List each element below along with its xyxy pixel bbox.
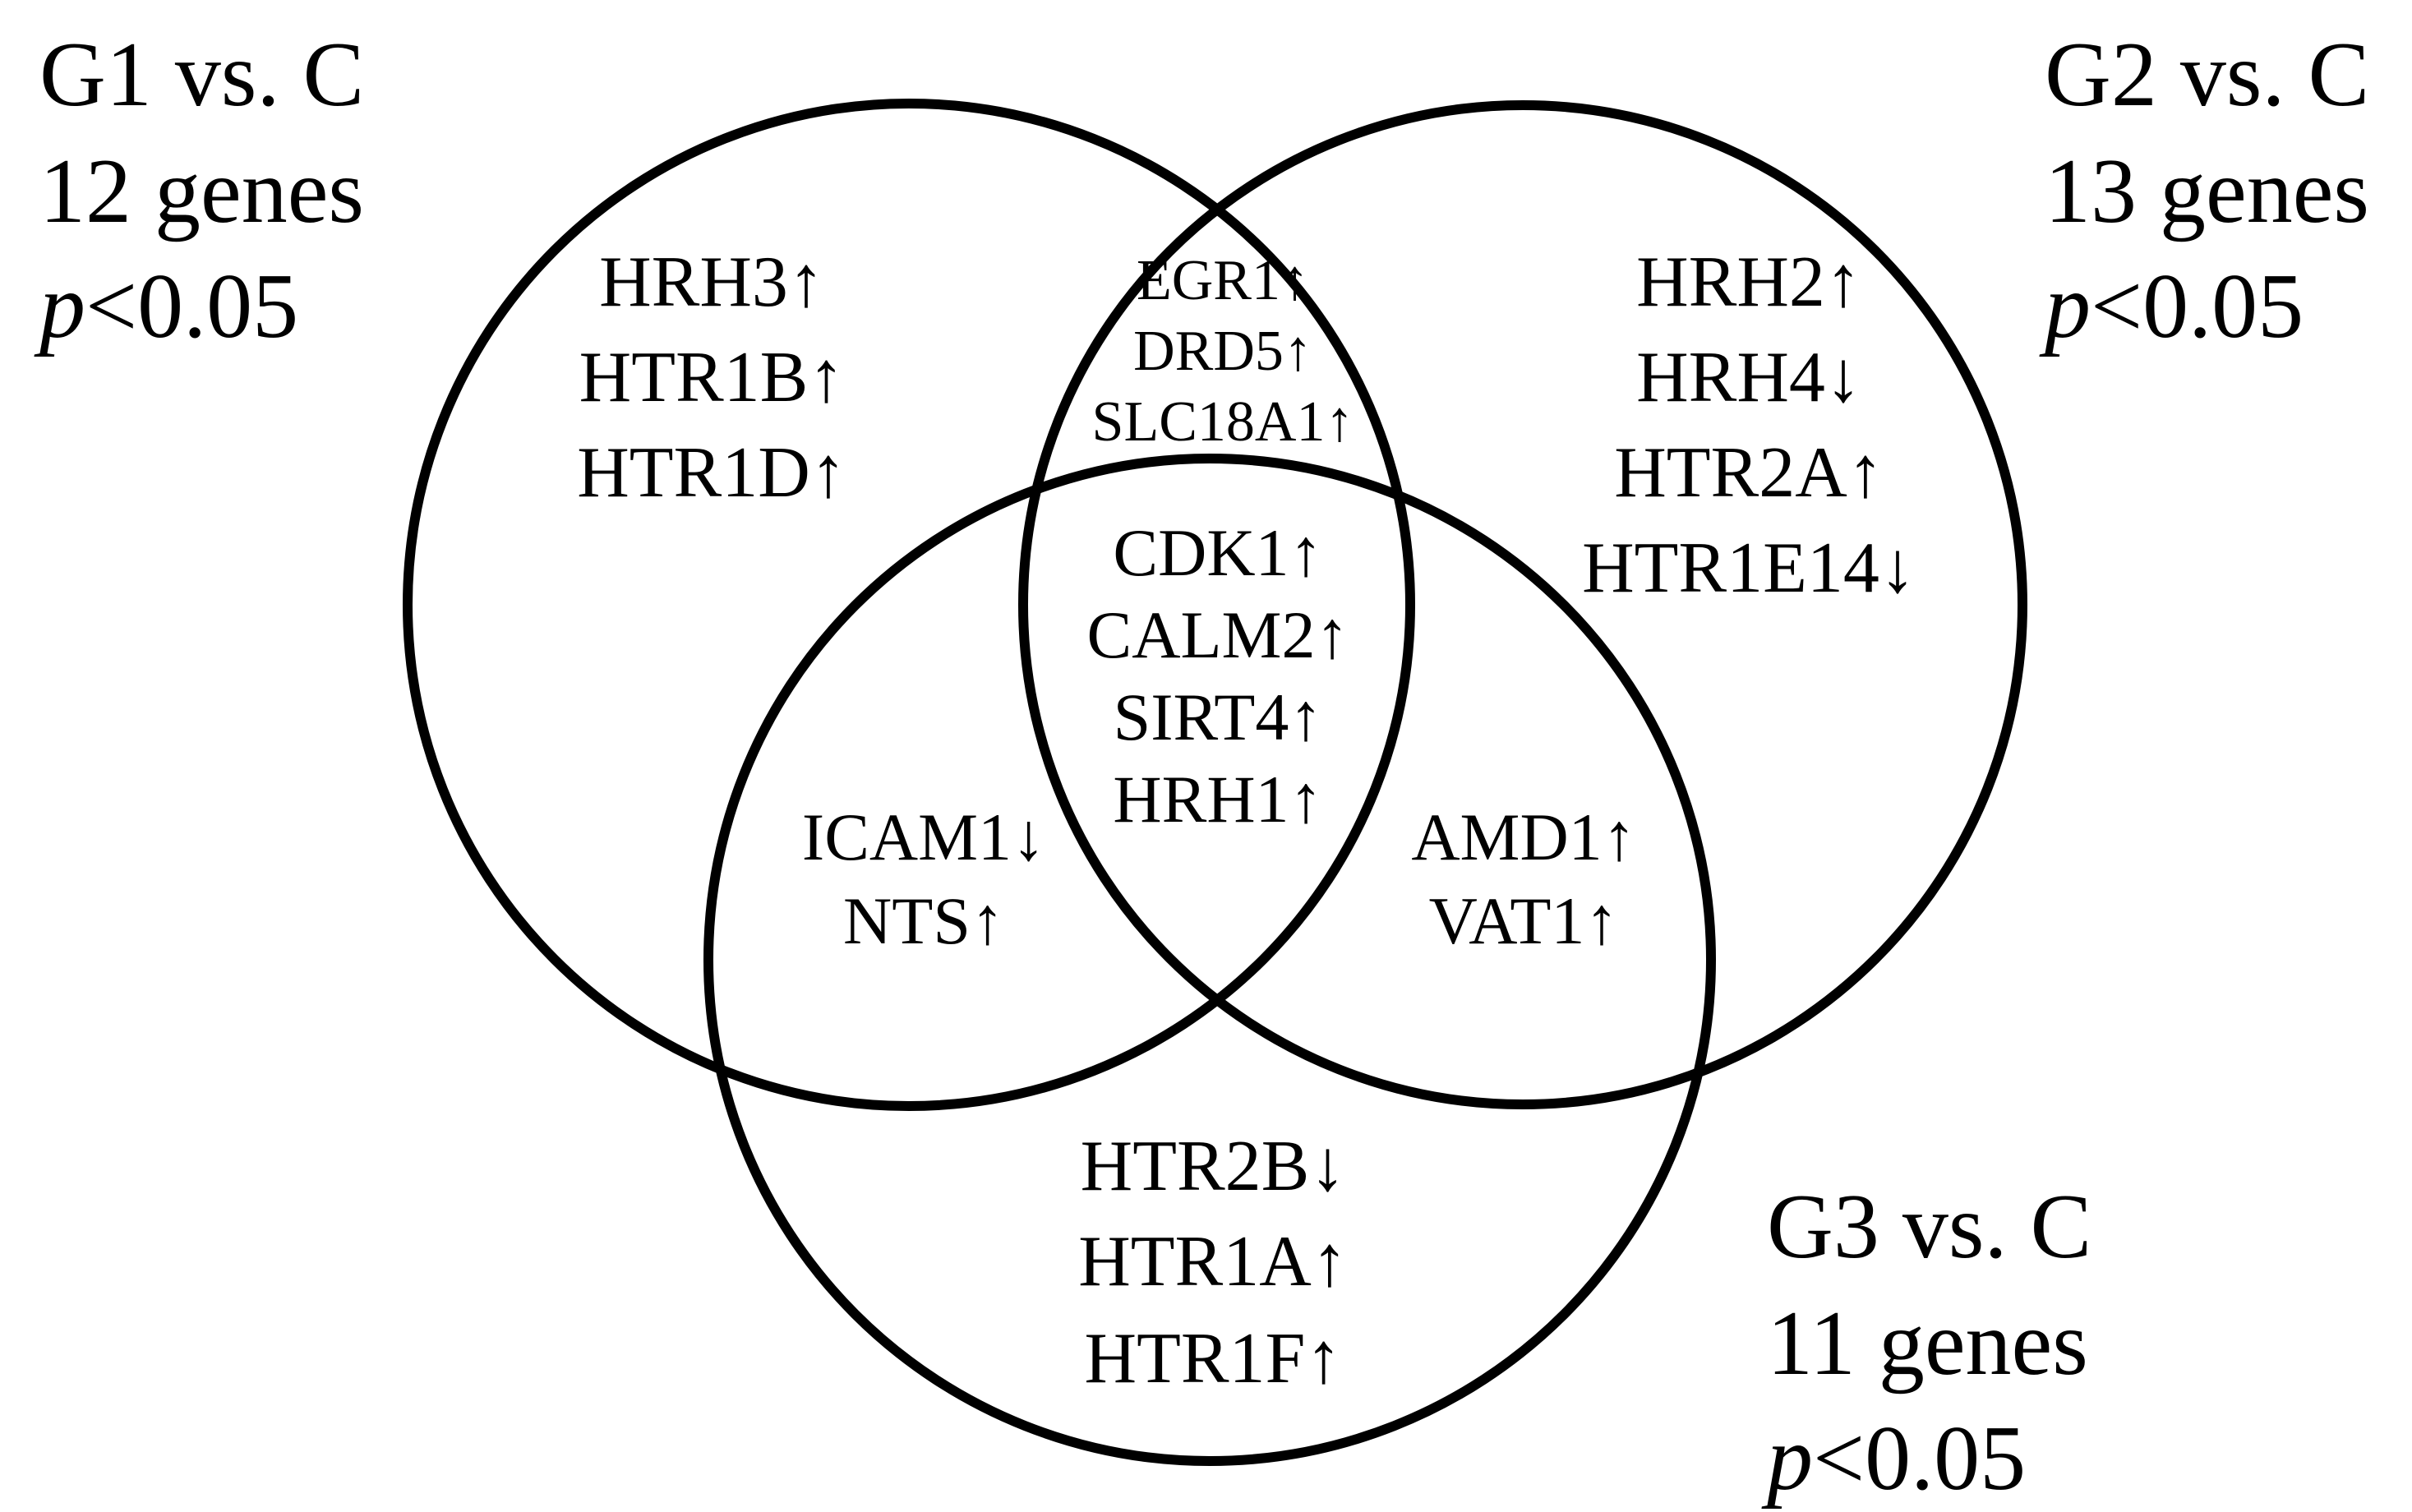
gene-label: HTR2B↓: [1081, 1127, 1346, 1206]
gene-label: HRH3↑: [599, 242, 824, 322]
gene-label: SLC18A1↑: [1092, 390, 1354, 454]
gene-label: CALM2↑: [1087, 597, 1349, 672]
set-label-g2: G2 vs. C 13 genes p<0.05: [2039, 24, 2369, 357]
set-name: G3 vs. C: [1767, 1176, 2091, 1278]
circle-g3: [703, 454, 1716, 1466]
gene-label: DRD5↑: [1133, 320, 1312, 383]
gene-label: SIRT4↑: [1114, 680, 1323, 754]
set-name: G2 vs. C: [2045, 24, 2369, 126]
set-name: G1 vs. C: [39, 24, 364, 126]
set-pvalue: p<0.05: [1761, 1408, 2026, 1510]
region-g1-only: HRH3↑ HTR1B↑ HTR1D↑: [577, 242, 846, 513]
gene-label: HRH1↑: [1113, 762, 1322, 837]
region-g3-only: HTR2B↓ HTR1A↑ HTR1F↑: [1078, 1127, 1348, 1399]
circle-g2: [1018, 100, 2027, 1109]
region-g2-g3: AMD1↑ VAT1↑: [1411, 800, 1635, 958]
set-label-g3: G3 vs. C 11 genes p<0.05: [1761, 1176, 2091, 1510]
region-g1-g2-g3: CDK1↑ CALM2↑ SIRT4↑ HRH1↑: [1087, 515, 1349, 837]
gene-label: HRH4↓: [1636, 338, 1861, 417]
gene-label: HTR2A↑: [1614, 433, 1884, 513]
gene-label: ICAM1↓: [802, 800, 1045, 874]
gene-label: AMD1↑: [1411, 800, 1635, 874]
set-count: 12 genes: [39, 141, 364, 242]
set-pvalue: p<0.05: [2039, 256, 2304, 357]
gene-label: VAT1↑: [1429, 883, 1619, 958]
set-pvalue: p<0.05: [34, 256, 298, 357]
gene-label: EGR1↑: [1137, 249, 1309, 312]
gene-label: HTR1B↑: [579, 338, 845, 417]
set-count: 11 genes: [1767, 1293, 2088, 1394]
circle-g1: [403, 99, 1415, 1111]
gene-label: HTR1F↑: [1085, 1319, 1342, 1399]
region-g1-g2: EGR1↑ DRD5↑ SLC18A1↑: [1092, 249, 1354, 454]
gene-label: HTR1E14↓: [1582, 528, 1916, 608]
gene-label: HTR1A↑: [1078, 1222, 1348, 1302]
gene-label: CDK1↑: [1113, 515, 1322, 590]
gene-label: HRH2↑: [1636, 242, 1861, 322]
gene-label: HTR1D↑: [577, 433, 846, 513]
gene-label: NTS↑: [843, 883, 1004, 958]
region-g2-only: HRH2↑ HRH4↓ HTR2A↑ HTR1E14↓: [1582, 242, 1916, 608]
set-label-g1: G1 vs. C 12 genes p<0.05: [34, 24, 364, 357]
set-count: 13 genes: [2045, 141, 2369, 242]
region-g1-g3: ICAM1↓ NTS↑: [802, 800, 1045, 958]
